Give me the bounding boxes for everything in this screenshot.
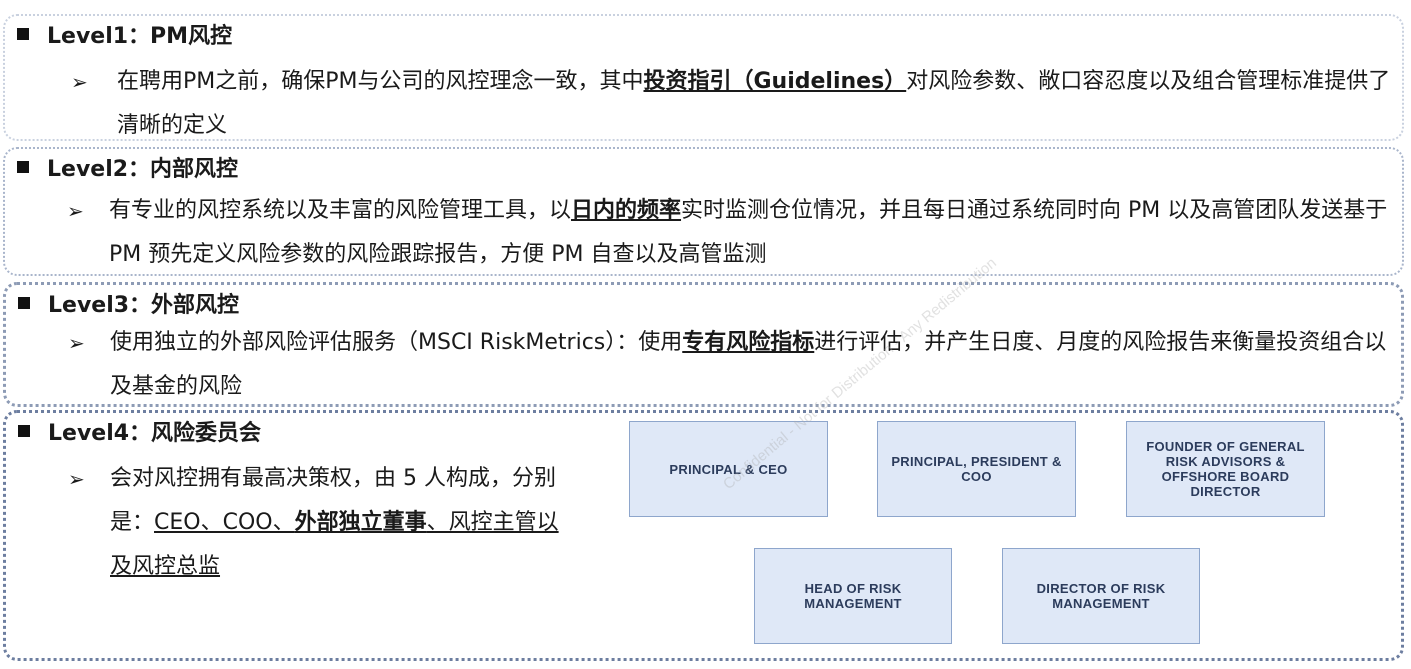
arrow-bullet-icon: ➢ xyxy=(67,199,84,223)
level1-bullet: ➢ 在聘用PM之前，确保PM与公司的风控理念一致，其中投资指引（Guidelin… xyxy=(71,60,1391,148)
committee-member-head-of-risk: HEAD OF RISK MANAGEMENT xyxy=(754,548,952,644)
level1-text: 在聘用PM之前，确保PM与公司的风控理念一致，其中投资指引（Guidelines… xyxy=(117,69,1391,138)
committee-member-president-coo: PRINCIPAL, PRESIDENT & COO xyxy=(877,421,1076,517)
square-bullet-icon xyxy=(18,297,30,309)
arrow-bullet-icon: ➢ xyxy=(68,467,85,491)
level3-text: 使用独立的外部风险评估服务（MSCI RiskMetrics）：使用专有风险指标… xyxy=(110,330,1387,399)
level2-panel: Level2：内部风控 ➢ 有专业的风控系统以及丰富的风险管理工具，以日内的频率… xyxy=(3,147,1404,276)
level4-bullet: ➢ 会对风控拥有最高决策权，由 5 人构成，分别是：CEO、COO、外部独立董事… xyxy=(68,457,568,589)
level2-bullet: ➢ 有专业的风控系统以及丰富的风险管理工具，以日内的频率实时监测仓位情况，并且每… xyxy=(67,189,1397,277)
square-bullet-icon xyxy=(17,161,29,173)
level2-heading: Level2：内部风控 xyxy=(17,155,238,185)
level1-heading: Level1：PM风控 xyxy=(17,22,232,52)
level3-panel: Level3：外部风控 ➢ 使用独立的外部风险评估服务（MSCI RiskMet… xyxy=(3,282,1404,407)
level2-text: 有专业的风控系统以及丰富的风险管理工具，以日内的频率实时监测仓位情况，并且每日通… xyxy=(109,198,1388,267)
square-bullet-icon xyxy=(17,28,29,40)
committee-member-offshore-director: FOUNDER OF GENERAL RISK ADVISORS & OFFSH… xyxy=(1126,421,1325,517)
level4-heading: Level4：风险委员会 xyxy=(18,419,261,449)
level1-panel: Level1：PM风控 ➢ 在聘用PM之前，确保PM与公司的风控理念一致，其中投… xyxy=(3,14,1404,141)
square-bullet-icon xyxy=(18,425,30,437)
committee-member-principal-ceo: PRINCIPAL & CEO xyxy=(629,421,828,517)
level4-text: 会对风控拥有最高决策权，由 5 人构成，分别是：CEO、COO、外部独立董事、风… xyxy=(110,466,559,579)
level3-heading: Level3：外部风控 xyxy=(18,291,239,321)
arrow-bullet-icon: ➢ xyxy=(68,331,85,355)
level3-bullet: ➢ 使用独立的外部风险评估服务（MSCI RiskMetrics）：使用专有风险… xyxy=(68,321,1398,409)
committee-member-director-of-risk: DIRECTOR OF RISK MANAGEMENT xyxy=(1002,548,1200,644)
arrow-bullet-icon: ➢ xyxy=(71,70,88,94)
level4-panel: Level4：风险委员会 ➢ 会对风控拥有最高决策权，由 5 人构成，分别是：C… xyxy=(3,410,1404,661)
